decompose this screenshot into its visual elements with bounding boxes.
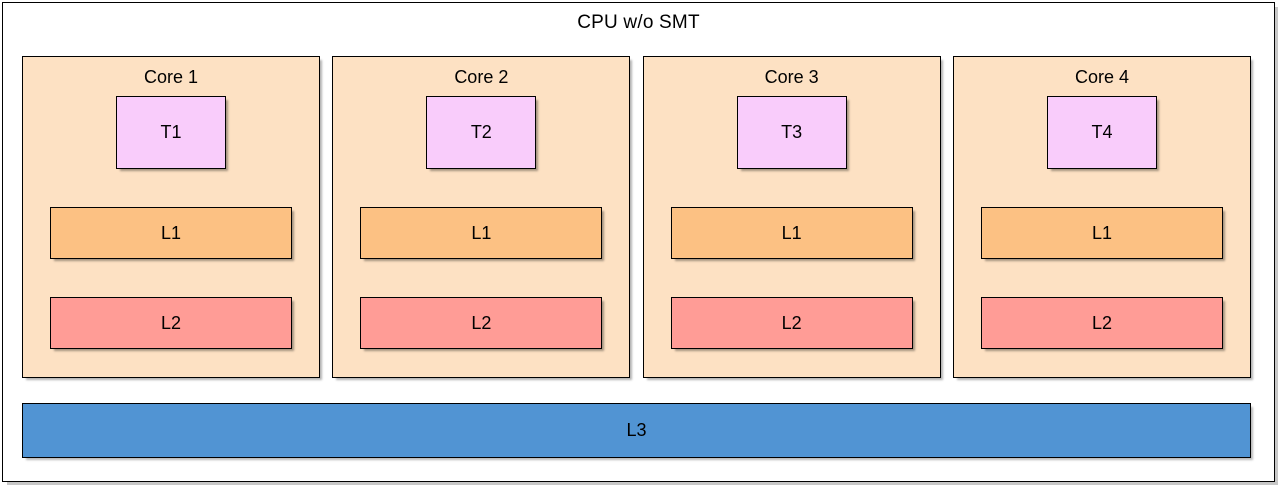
l3-cache-box[interactable]: L3	[22, 403, 1251, 458]
core-label: Core 4	[1074, 67, 1129, 87]
cpu-package-frame: CPU w/o SMT Core 1 T1 L1 L2 Core 2 T2 L1…	[2, 2, 1275, 482]
thread-box[interactable]: T1	[116, 96, 226, 169]
core-label: Core 1	[143, 67, 199, 87]
l2-cache-box[interactable]: L2	[980, 297, 1223, 349]
core-block-3[interactable]: Core 3 T3 L1 L2	[642, 56, 941, 378]
core-block-4[interactable]: Core 4 T4 L1 L2	[952, 56, 1251, 378]
cores-row: Core 1 T1 L1 L2 Core 2 T2 L1 L2 Core 3 T…	[22, 56, 1251, 378]
l1-cache-box[interactable]: L1	[360, 207, 603, 259]
core-label: Core 3	[764, 67, 819, 87]
l1-cache-box[interactable]: L1	[50, 207, 292, 259]
thread-box[interactable]: T3	[736, 96, 847, 169]
l2-cache-box[interactable]: L2	[50, 297, 292, 349]
thread-box[interactable]: T4	[1046, 96, 1157, 169]
l2-cache-box[interactable]: L2	[360, 297, 603, 349]
thread-box[interactable]: T2	[426, 96, 537, 169]
l1-cache-box[interactable]: L1	[670, 207, 913, 259]
core-block-1[interactable]: Core 1 T1 L1 L2	[22, 56, 320, 378]
diagram-title: CPU w/o SMT	[577, 12, 700, 33]
core-label: Core 2	[454, 67, 509, 87]
l1-cache-box[interactable]: L1	[980, 207, 1223, 259]
l2-cache-box[interactable]: L2	[670, 297, 913, 349]
core-block-2[interactable]: Core 2 T2 L1 L2	[332, 56, 631, 378]
